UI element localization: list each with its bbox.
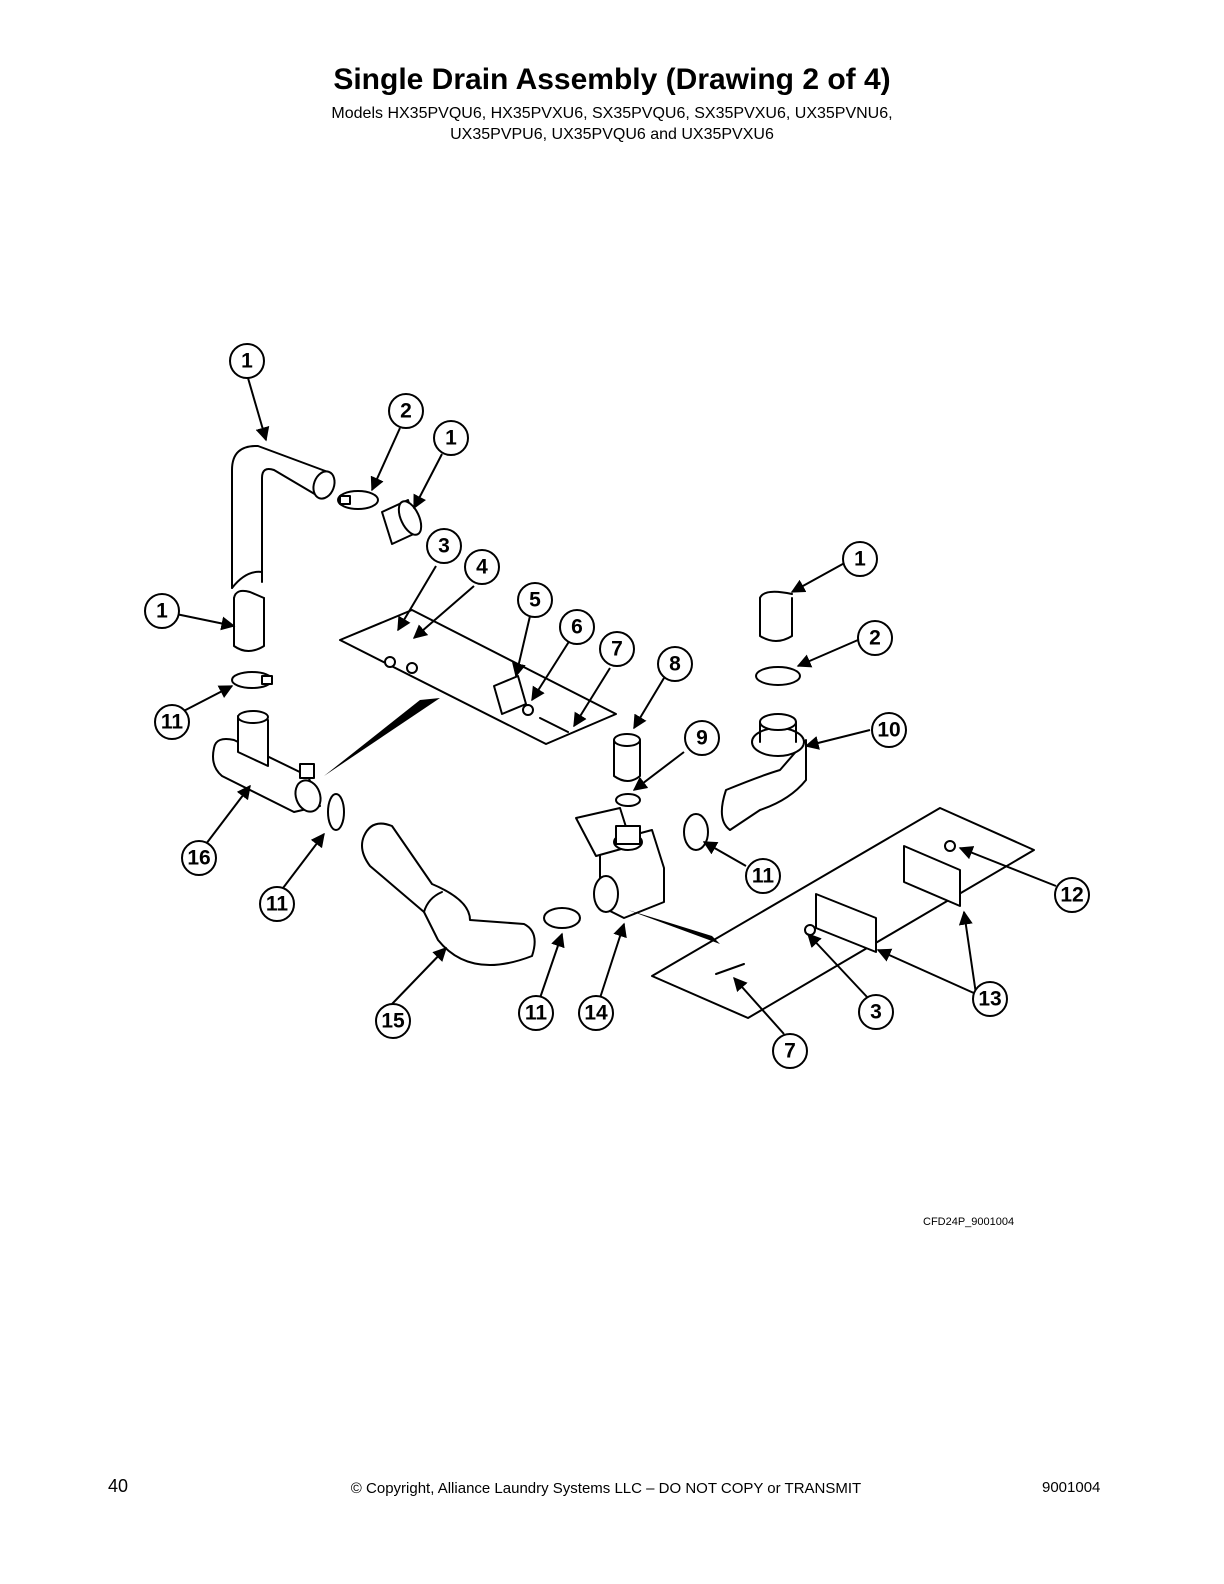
tee-fitting (212, 710, 322, 813)
callout-1-a (229, 343, 265, 379)
callout-5 (517, 582, 553, 618)
callout-label: 1 (854, 548, 866, 571)
callout-circles (144, 343, 1090, 1069)
callout-label: 2 (400, 400, 412, 423)
callout-4 (464, 549, 500, 585)
document-number: 9001004 (1042, 1479, 1101, 1496)
callout-7-a (599, 631, 635, 667)
callout-3-b (858, 994, 894, 1030)
callout-1-c (144, 593, 180, 629)
callout-13 (972, 981, 1008, 1017)
callout-11-d (518, 995, 554, 1031)
callout-label: 6 (571, 616, 583, 639)
detail-panel-upper (339, 609, 617, 745)
callout-label: 14 (584, 1002, 608, 1025)
callout-label: 7 (784, 1040, 796, 1063)
callout-label: 13 (978, 988, 1001, 1011)
copyright-notice: © Copyright, Alliance Laundry Systems LL… (350, 1480, 862, 1497)
callout-label: 2 (869, 627, 881, 650)
models-line-2: UX35PVPU6, UX35PVQU6 and UX35PVXU6 (450, 126, 774, 143)
callout-label: 11 (266, 893, 289, 916)
callout-label: 8 (669, 653, 681, 676)
elbow-fitting (720, 713, 807, 831)
callout-label: 11 (161, 711, 184, 734)
callout-label: 16 (187, 847, 210, 870)
callout-15 (375, 1003, 411, 1039)
callout-label: 10 (877, 719, 900, 742)
callout-label: 12 (1060, 884, 1083, 907)
callout-7-b (772, 1033, 808, 1069)
callout-label: 11 (752, 865, 775, 888)
callout-label: 7 (611, 638, 623, 661)
hose-clamp-top (337, 490, 379, 510)
callout-12 (1054, 877, 1090, 913)
short-tube-right (759, 590, 793, 642)
callout-1-d (842, 541, 878, 577)
callout-label: 15 (381, 1010, 405, 1033)
hose-clamp-right-top (755, 666, 801, 686)
callout-2-b (857, 620, 893, 656)
callout-11-a (154, 704, 190, 740)
callout-11-c (745, 858, 781, 894)
callout-label: 4 (476, 556, 488, 579)
callout-1-b (433, 420, 469, 456)
drawing-code: CFD24P_9001004 (923, 1216, 1015, 1228)
page-number: 40 (108, 1476, 129, 1496)
callout-11-b (259, 886, 295, 922)
callout-label: 5 (529, 589, 541, 612)
callout-14 (578, 995, 614, 1031)
callout-label: 3 (870, 1001, 882, 1024)
callout-label: 1 (241, 350, 253, 373)
callout-8 (657, 646, 693, 682)
drain-hose (361, 822, 536, 966)
small-clamp (615, 793, 641, 807)
detail-panel-lower (651, 807, 1035, 1019)
callout-9 (684, 720, 720, 756)
callout-label: 9 (696, 727, 708, 750)
callout-3-a (426, 528, 462, 564)
callout-2-a (388, 393, 424, 429)
callout-16 (181, 840, 217, 876)
callout-10 (871, 712, 907, 748)
hose-clamp-lower (543, 907, 581, 929)
callout-label: 1 (445, 427, 457, 450)
drain-valve (575, 807, 665, 919)
short-tube-top (381, 499, 423, 545)
callout-label: 1 (156, 600, 168, 623)
upper-elbow-hose (231, 444, 336, 589)
hose-clamp-mid (327, 793, 345, 831)
callout-label: 3 (438, 535, 450, 558)
short-tube-left (233, 589, 265, 652)
callout-6 (559, 609, 595, 645)
valve-cap (613, 733, 641, 782)
callout-label: 11 (525, 1002, 548, 1025)
models-line-1: Models HX35PVQU6, HX35PVXU6, SX35PVQU6, … (331, 105, 893, 122)
page-title: Single Drain Assembly (Drawing 2 of 4) (333, 63, 891, 96)
hose-clamp-right (683, 813, 709, 851)
